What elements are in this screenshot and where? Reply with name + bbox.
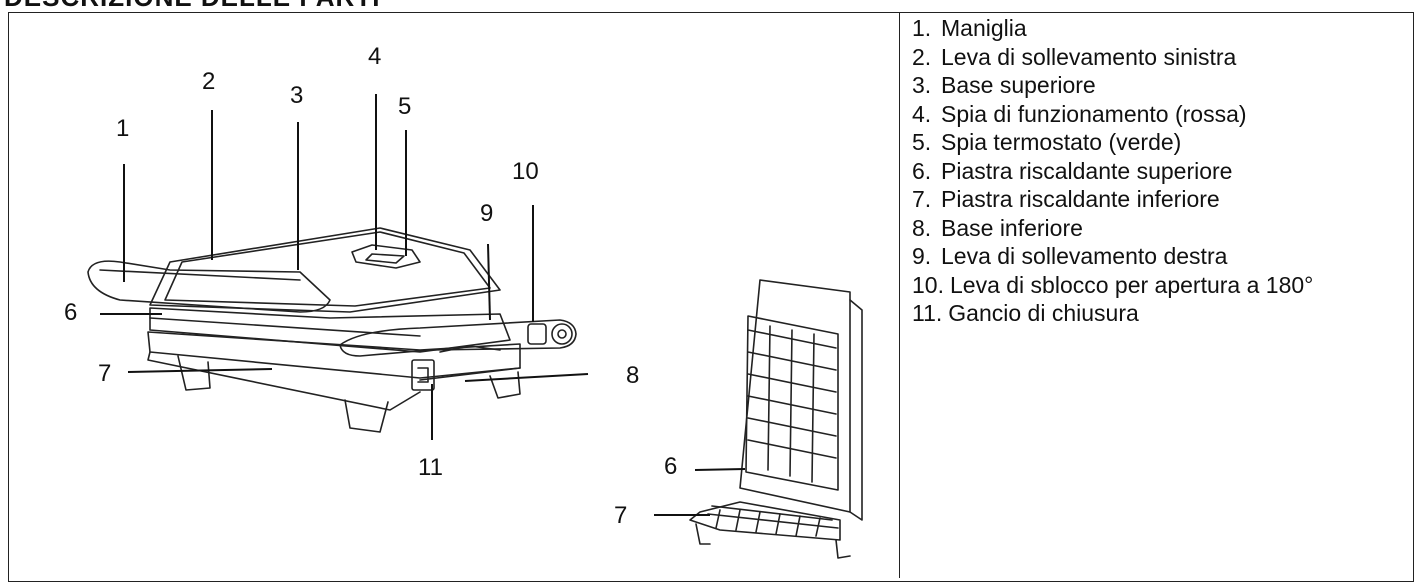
callout-5: 5 (398, 93, 412, 120)
leader-line-6b (694, 468, 746, 471)
legend-item: 1.Maniglia (912, 15, 1027, 41)
callout-11: 11 (418, 454, 443, 481)
callout-10: 10 (512, 158, 539, 185)
callout-3: 3 (290, 82, 304, 109)
legend-item: 4.Spia di funzionamento (rossa) (912, 100, 1247, 127)
leader-line-9 (487, 243, 491, 321)
legend-item: 11.Gancio di chiusura (912, 300, 1139, 326)
column-divider (899, 12, 900, 578)
legend-item: 3.Base superiore (912, 72, 1096, 98)
leader-line-8 (464, 373, 589, 382)
callout-7: 7 (98, 360, 112, 387)
legend-item: 8.Base inferiore (912, 214, 1083, 241)
callout-6: 6 (64, 299, 78, 326)
callout-9: 9 (480, 200, 494, 227)
leader-line-7 (127, 368, 273, 373)
callout-2: 2 (202, 68, 216, 95)
callout-4: 4 (368, 43, 382, 70)
closed-grill-drawing (87, 227, 577, 433)
parts-legend: 1.Maniglia 2.Leva di sollevamento sinist… (912, 14, 1313, 328)
legend-item: 6.Piastra riscaldante superiore (912, 157, 1233, 184)
callout-8: 8 (626, 362, 640, 389)
open-grill-drawing (689, 279, 863, 559)
legend-item: 10.Leva di sblocco per apertura a 180° (912, 271, 1314, 298)
legend-item: 2.Leva di sollevamento sinistra (912, 43, 1237, 70)
legend-item: 5.Spia termostato (verde) (912, 129, 1182, 155)
section-heading: DESCRIZIONE DELLE PARTI (4, 0, 380, 13)
callout-6-open: 6 (664, 453, 678, 480)
callout-1: 1 (116, 115, 130, 142)
callout-7-open: 7 (614, 502, 628, 529)
legend-item: 9.Leva di sollevamento destra (912, 243, 1228, 269)
legend-item: 7.Piastra riscaldante inferiore (912, 186, 1220, 212)
